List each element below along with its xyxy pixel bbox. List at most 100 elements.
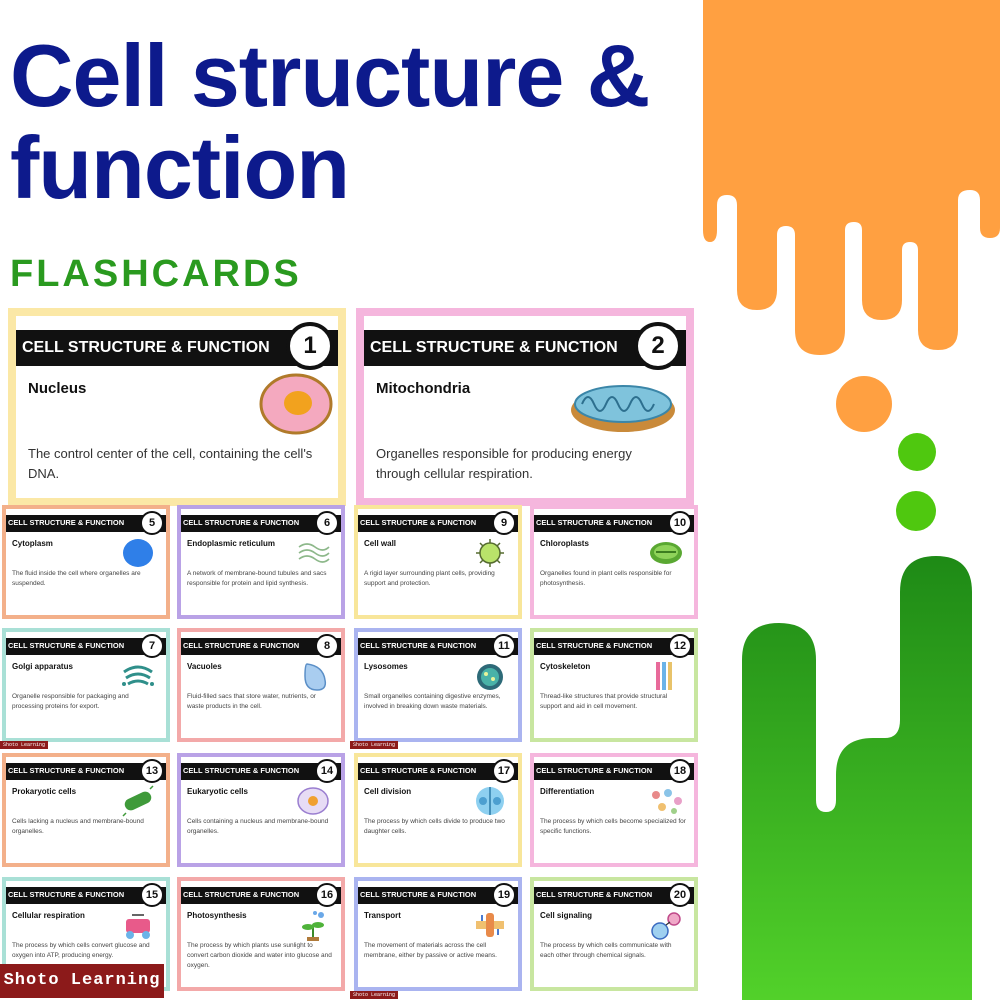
card-number: 5 xyxy=(140,511,164,535)
cell-signaling-icon xyxy=(651,912,681,940)
orange-drip-shape xyxy=(703,0,1000,432)
card-definition: Organelle responsible for packaging and … xyxy=(12,693,129,710)
card-definition: The process by which cells divide to pro… xyxy=(364,818,505,835)
card-term: Cytoskeleton xyxy=(540,662,591,671)
card-term: Nucleus xyxy=(28,380,87,397)
card-header-bar: CELL STRUCTURE & FUNCTION xyxy=(6,763,166,780)
card-number: 7 xyxy=(140,634,164,658)
card-header-bar: CELL STRUCTURE & FUNCTION xyxy=(358,515,518,532)
watermark-small: Shoto Learning xyxy=(350,741,399,749)
chloroplast-icon xyxy=(650,542,682,564)
card-header: CELL STRUCTURE & FUNCTION xyxy=(360,518,477,527)
card-number: 6 xyxy=(315,511,339,535)
card-term: Prokaryotic cells xyxy=(12,787,77,796)
card-term: Photosynthesis xyxy=(187,911,247,920)
card-definition: The process by which cells convert gluco… xyxy=(12,942,150,959)
card-definition: A rigid layer surrounding plant cells, p… xyxy=(364,570,495,587)
card-header-bar: CELL STRUCTURE & FUNCTION xyxy=(6,887,166,904)
golgi-icon xyxy=(122,665,154,686)
green-drops xyxy=(896,433,936,531)
card-number: 17 xyxy=(492,759,516,783)
card-definition: The movement of materials across the cel… xyxy=(364,942,497,959)
card-header-bar: CELL STRUCTURE & FUNCTION xyxy=(358,638,518,655)
card-definition: Fluid-filled sacs that store water, nutr… xyxy=(187,693,316,710)
card-term: Differentiation xyxy=(540,787,595,796)
respiration-icon xyxy=(126,914,150,939)
transport-icon xyxy=(476,913,504,937)
flashcard-2: CELL STRUCTURE & FUNCTION 2 Mitochondria… xyxy=(356,308,694,506)
card-term: Transport xyxy=(364,911,401,920)
card-number: 19 xyxy=(492,883,516,907)
card-header: CELL STRUCTURE & FUNCTION xyxy=(360,641,477,650)
card-number: 1 xyxy=(286,322,334,370)
card-definition: The control center of the cell, containi… xyxy=(28,446,313,481)
card-header: CELL STRUCTURE & FUNCTION xyxy=(183,890,300,899)
card-header: CELL STRUCTURE & FUNCTION xyxy=(360,890,477,899)
card-header-bar: CELL STRUCTURE & FUNCTION xyxy=(181,515,341,532)
card-number: 9 xyxy=(492,511,516,535)
card-term: Endoplasmic reticulum xyxy=(187,539,276,548)
cytoplasm-icon xyxy=(123,539,153,567)
card-number: 12 xyxy=(668,634,692,658)
card-definition: The process by which cells communicate w… xyxy=(540,942,672,959)
card-term: Cell signaling xyxy=(540,911,593,920)
mitochondria-icon xyxy=(571,385,675,432)
card-header: CELL STRUCTURE & FUNCTION xyxy=(8,641,125,650)
card-header: CELL STRUCTURE & FUNCTION xyxy=(183,518,300,527)
card-header: CELL STRUCTURE & FUNCTION xyxy=(8,890,125,899)
card-header: CELL STRUCTURE & FUNCTION xyxy=(8,518,125,527)
card-definition: Small organelles containing digestive en… xyxy=(364,693,501,710)
card-number: 2 xyxy=(634,322,682,370)
card-number: 20 xyxy=(668,883,692,907)
card-term: Vacuoles xyxy=(187,662,222,671)
card-term: Eukaryotic cells xyxy=(187,787,248,796)
card-header-bar: CELL STRUCTURE & FUNCTION xyxy=(181,638,341,655)
nucleus-cell-icon xyxy=(259,373,333,435)
card-header: CELL STRUCTURE & FUNCTION xyxy=(183,766,300,775)
watermark-small: Shoto Learning xyxy=(350,991,399,999)
card-header: CELL STRUCTURE & FUNCTION xyxy=(183,641,300,650)
card-header-bar: CELL STRUCTURE & FUNCTION xyxy=(16,330,338,366)
card-term: Golgi apparatus xyxy=(12,662,73,671)
card-header: CELL STRUCTURE & FUNCTION xyxy=(22,339,270,356)
card-header-bar: CELL STRUCTURE & FUNCTION xyxy=(358,763,518,780)
card-header: CELL STRUCTURE & FUNCTION xyxy=(370,339,618,356)
card-number: 10 xyxy=(668,511,692,535)
card-number: 15 xyxy=(140,883,164,907)
card-term: Cell wall xyxy=(364,539,397,548)
card-header: CELL STRUCTURE & FUNCTION xyxy=(360,766,477,775)
cytoskeleton-icon xyxy=(656,662,672,690)
card-term: Cellular respiration xyxy=(12,911,85,920)
card-header-bar: CELL STRUCTURE & FUNCTION xyxy=(534,515,694,532)
card-term: Mitochondria xyxy=(376,380,471,397)
card-header-bar: CELL STRUCTURE & FUNCTION xyxy=(534,887,694,904)
card-number: 16 xyxy=(315,883,339,907)
lysosome-icon xyxy=(477,664,503,690)
card-number: 8 xyxy=(315,634,339,658)
card-header: CELL STRUCTURE & FUNCTION xyxy=(536,766,653,775)
card-definition: Organelles responsible for producing ene… xyxy=(376,446,632,481)
card-header-bar: CELL STRUCTURE & FUNCTION xyxy=(6,638,166,655)
card-term: Lysosomes xyxy=(364,662,408,671)
card-header: CELL STRUCTURE & FUNCTION xyxy=(536,641,653,650)
card-header: CELL STRUCTURE & FUNCTION xyxy=(8,766,125,775)
card-header-bar: CELL STRUCTURE & FUNCTION xyxy=(181,763,341,780)
flashcard-1: CELL STRUCTURE & FUNCTION 1 Nucleus The … xyxy=(8,308,346,506)
title-line-2: function xyxy=(10,118,350,217)
card-header: CELL STRUCTURE & FUNCTION xyxy=(536,518,653,527)
photosynthesis-icon xyxy=(302,911,324,941)
card-header-bar: CELL STRUCTURE & FUNCTION xyxy=(181,887,341,904)
eukaryotic-cell-icon xyxy=(297,787,329,815)
card-definition: Cells containing a nucleus and membrane-… xyxy=(187,818,329,835)
